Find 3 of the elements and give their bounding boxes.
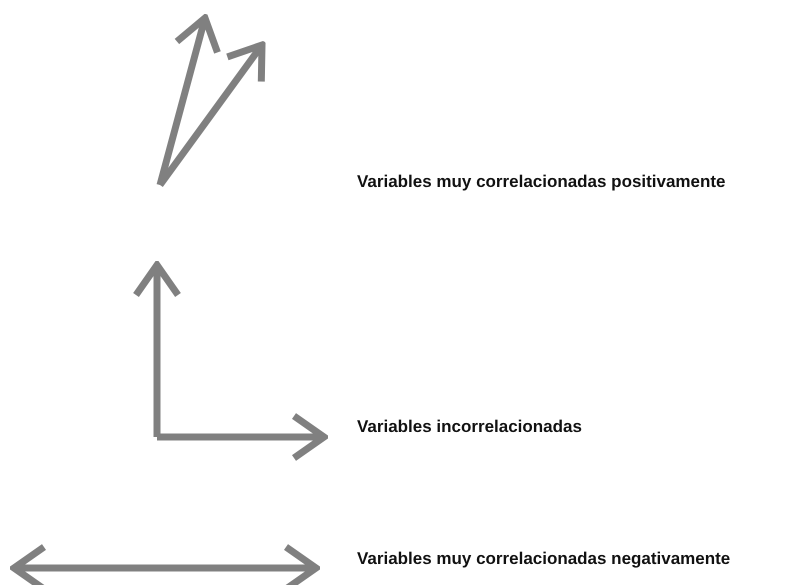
caption-text: Variables muy correlacionadas positivamente [357,172,726,192]
caption-text: Variables muy correlacionadas negativamente [357,549,730,569]
caption-text: Variables incorrelacionadas [357,417,582,437]
